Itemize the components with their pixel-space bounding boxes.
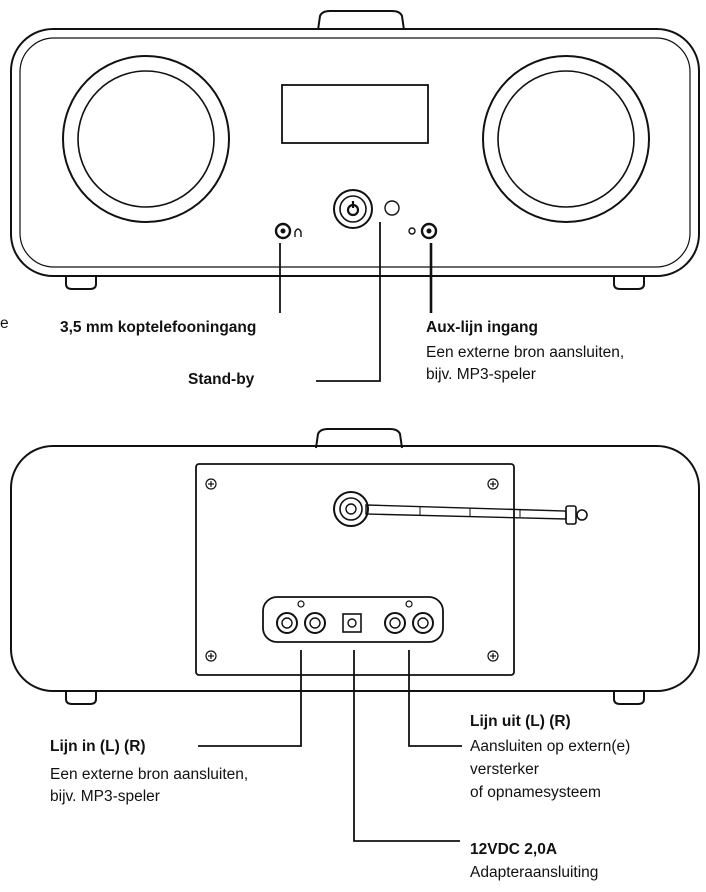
line-out-ground-screw [405, 600, 413, 608]
rear-panel-screws [205, 478, 499, 662]
line-in-left-jack [276, 612, 298, 634]
line-out-description-2: versterker [470, 761, 539, 778]
aux-in-description-1: Een externe bron aansluiten, [426, 344, 625, 361]
line-out-description-1: Aansluiten op extern(e) [470, 738, 631, 755]
label-standby: Stand-by [188, 371, 255, 388]
leader-dc-in [353, 650, 460, 842]
line-in-description-1: Een externe bron aansluiten, [50, 766, 249, 783]
line-out-right-jack [412, 612, 434, 634]
rear-top-handle [315, 428, 403, 449]
front-display [281, 84, 429, 144]
rear-foot-right [613, 691, 645, 705]
line-in-ground-screw [297, 600, 305, 608]
label-aux-in: Aux-lijn ingang [426, 319, 538, 336]
speaker-right-inner [497, 70, 635, 208]
label-line-out: Lijn uit (L) (R) [470, 713, 571, 730]
speaker-left-outer [62, 55, 230, 223]
dc-in-description-1: Adapteraansluiting [470, 864, 599, 881]
connector-plate [262, 596, 444, 643]
rear-view-radio [10, 428, 700, 842]
rear-foot-left [65, 691, 97, 705]
rear-panel [195, 463, 515, 676]
speaker-left-inner [77, 70, 215, 208]
line-in-right-jack [304, 612, 326, 634]
front-body [10, 28, 700, 277]
dc-in-jack [342, 613, 362, 633]
front-top-handle [317, 10, 405, 31]
line-out-left-jack [384, 612, 406, 634]
aux-in-description-2: bijv. MP3-speler [426, 366, 536, 383]
antenna-tip [565, 505, 577, 525]
headphone-icon [294, 228, 302, 237]
speaker-right-outer [482, 55, 650, 223]
standby-button-ring [339, 195, 367, 223]
aux-icon [408, 227, 416, 235]
antenna-segments [419, 507, 521, 517]
leader-line-in [198, 650, 302, 747]
edge-text-fragment: e [0, 315, 9, 332]
line-in-description-2: bijv. MP3-speler [50, 788, 160, 805]
front-foot-left [65, 276, 97, 290]
label-headphone-jack: 3,5 mm koptelefooningang [60, 319, 257, 336]
front-foot-right [613, 276, 645, 290]
front-view-radio [10, 10, 700, 382]
antenna-base-mid [339, 497, 363, 521]
label-dc-in: 12VDC 2,0A [470, 841, 558, 858]
rear-body [10, 445, 700, 692]
antenna-base-inner [345, 503, 357, 515]
standby-led [384, 200, 400, 216]
antenna-rod [365, 504, 567, 520]
line-out-description-3: of opnamesysteem [470, 784, 601, 801]
aux-jack [420, 222, 438, 240]
standby-button-outer [333, 189, 373, 229]
front-body-inner [19, 37, 691, 268]
leader-standby [316, 222, 381, 382]
label-line-in: Lijn in (L) (R) [50, 738, 146, 755]
headphone-jack [274, 222, 292, 240]
antenna-base-outer [333, 491, 369, 527]
leader-line-out [408, 650, 462, 747]
